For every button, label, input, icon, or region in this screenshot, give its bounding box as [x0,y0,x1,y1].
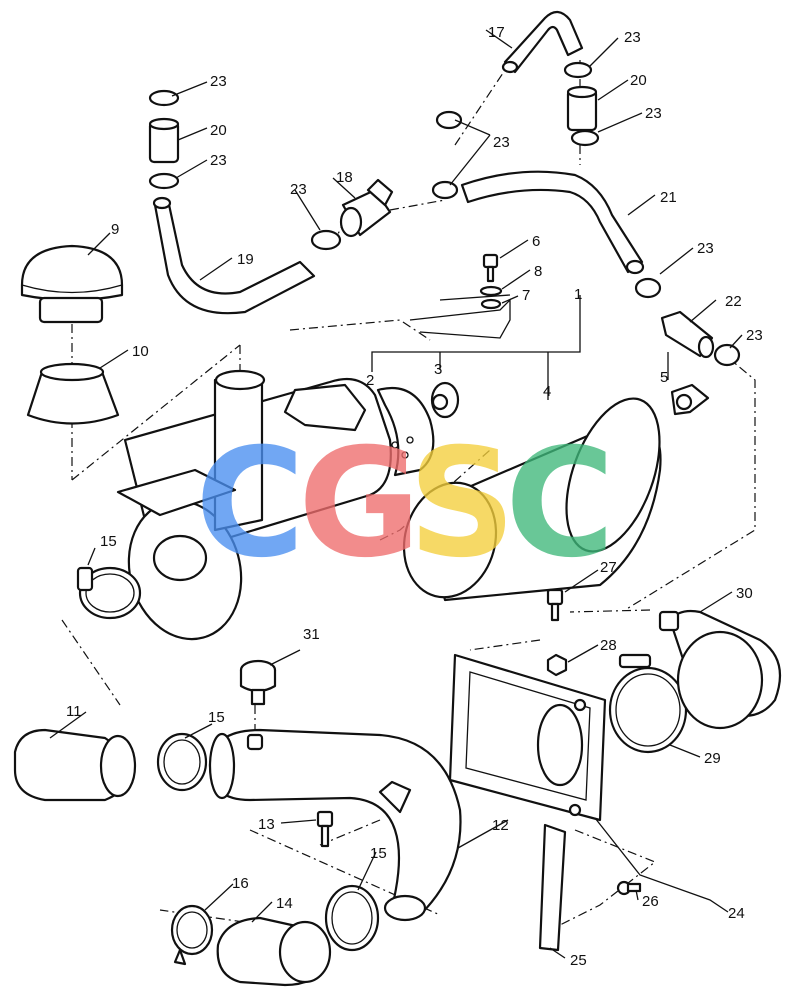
parts-6-7-8-hardware [409,253,511,339]
callout-23-a: 23 [210,73,227,90]
callout-21: 21 [660,189,677,206]
callout-15-upper: 15 [100,533,117,550]
part-5-wing-nut [670,383,710,416]
callout-14: 14 [276,895,293,912]
callout-23-g: 23 [697,240,714,257]
watermark-letter-s: S [408,417,516,591]
part-2-air-cleaner-body [116,369,435,641]
part-15-clamp-mid [156,732,208,792]
callout-7: 7 [522,287,530,304]
part-26-fastener [616,880,642,896]
part-28-nut [546,653,568,677]
watermark-letter-c1: C [195,417,305,591]
callout-29: 29 [704,750,721,767]
part-20-sleeve-right [566,85,598,132]
callout-12: 12 [492,817,509,834]
part-30-housing [658,609,782,730]
callout-23-f: 23 [645,105,662,122]
callout-25: 25 [570,952,587,969]
callout-11: 11 [66,703,82,720]
callout-1: 1 [574,286,582,303]
callout-13: 13 [258,816,275,833]
callout-26: 26 [642,893,659,910]
part-29-clamp [608,653,688,754]
watermark: C G S C [195,417,615,591]
callout-8: 8 [534,263,542,280]
callout-27: 27 [600,559,617,576]
clamps-23 [148,61,741,367]
callout-20-right: 20 [630,72,647,89]
callout-31: 31 [303,626,320,643]
callout-24: 24 [728,905,745,922]
part-9-precleaner-cap [20,244,124,324]
callout-4: 4 [543,383,551,400]
part-18-tee [339,178,394,238]
callout-23-c: 23 [290,181,307,198]
part-22-hose [660,310,715,359]
callout-18: 18 [336,169,353,186]
leader-lines [49,29,743,959]
part-11-elbow [13,728,137,802]
watermark-letter-c2: C [505,417,615,591]
callout-19: 19 [237,251,254,268]
part-3-plug [430,381,460,419]
part-12-large-hose [208,728,462,922]
callout-9: 9 [111,221,119,238]
callout-2: 2 [366,372,374,389]
callout-23-d: 23 [493,134,510,151]
callout-17: 17 [488,24,505,41]
callout-3: 3 [434,361,442,378]
callout-10: 10 [132,343,149,360]
part-15-clamp-upper [76,566,142,620]
part-31-indicator [239,659,277,706]
part-20-sleeve-left [148,117,180,164]
part-24-bracket [448,653,607,822]
part-4-filter-element [402,397,662,602]
part-10-adapter [26,362,120,425]
callout-5: 5 [660,369,668,386]
callout-numbers: 1 2 3 4 5 6 7 8 9 10 11 12 13 14 15 15 1… [66,24,763,969]
part-13-bolt [316,810,334,848]
callout-15-mid: 15 [208,709,225,726]
part-25-strip [538,823,567,952]
callout-23-b: 23 [210,152,227,169]
part-27-bolt [546,588,564,622]
callout-28: 28 [600,637,617,654]
callout-20-left: 20 [210,122,227,139]
callout-22: 22 [725,293,742,310]
part-16-clamp [170,904,214,966]
part-14-elbow [216,916,332,987]
part-19-hose [152,196,316,315]
part-21-hose [460,170,645,275]
callout-23-e: 23 [624,29,641,46]
watermark-letter-g: G [298,417,421,591]
callout-23-h: 23 [746,327,763,344]
callout-6: 6 [532,233,540,250]
callout-16: 16 [232,875,249,892]
part-17-hose [501,10,584,74]
callout-30: 30 [736,585,753,602]
part-15-clamp-lower [324,884,380,952]
callout-15-lower: 15 [370,845,387,862]
